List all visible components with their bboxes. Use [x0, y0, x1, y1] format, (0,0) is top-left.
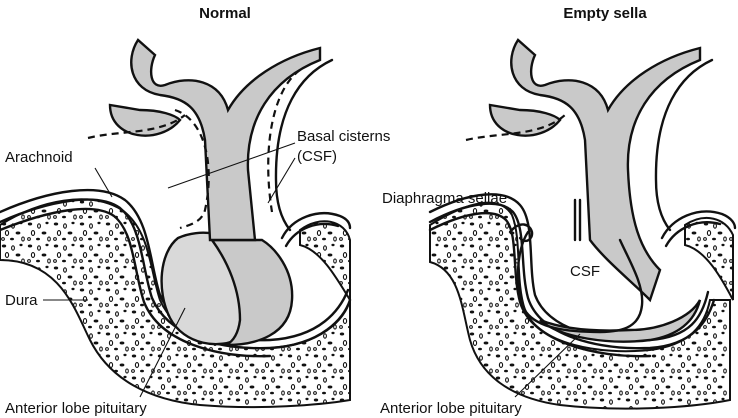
- label-dura: Dura: [5, 292, 38, 309]
- hypothalamus-empty-sella: [490, 40, 700, 300]
- label-arachnoid: Arachnoid: [5, 149, 73, 166]
- brain-surface-right-panel: [656, 60, 712, 230]
- label-diaphragma-sellae: Diaphragma sellae: [382, 190, 507, 207]
- hypothalamus-normal: [110, 40, 320, 240]
- label-anterior-lobe-empty: Anterior lobe pituitary: [380, 400, 522, 417]
- csf-space-outline: [518, 232, 642, 332]
- label-csf: CSF: [570, 263, 600, 280]
- stalk-membrane: [575, 200, 580, 240]
- normal-panel: Normal Arachnoid: [0, 5, 390, 417]
- label-anterior-lobe-normal: Anterior lobe pituitary: [5, 400, 147, 417]
- empty-sella-panel: Empty sella Diaphragma sellae: [380, 5, 735, 417]
- label-basal-cisterns: Basal cisterns: [297, 128, 390, 145]
- leader-basal-cisterns-2: [268, 158, 295, 203]
- panel-title-empty-sella: Empty sella: [563, 5, 647, 22]
- brain-surface-left-panel: [276, 60, 332, 230]
- pituitary-normal: [162, 233, 293, 345]
- label-basal-cisterns-csf: (CSF): [297, 148, 337, 165]
- sella-bone-right: [430, 194, 735, 408]
- panel-title-normal: Normal: [199, 5, 251, 22]
- leader-arachnoid: [95, 168, 112, 197]
